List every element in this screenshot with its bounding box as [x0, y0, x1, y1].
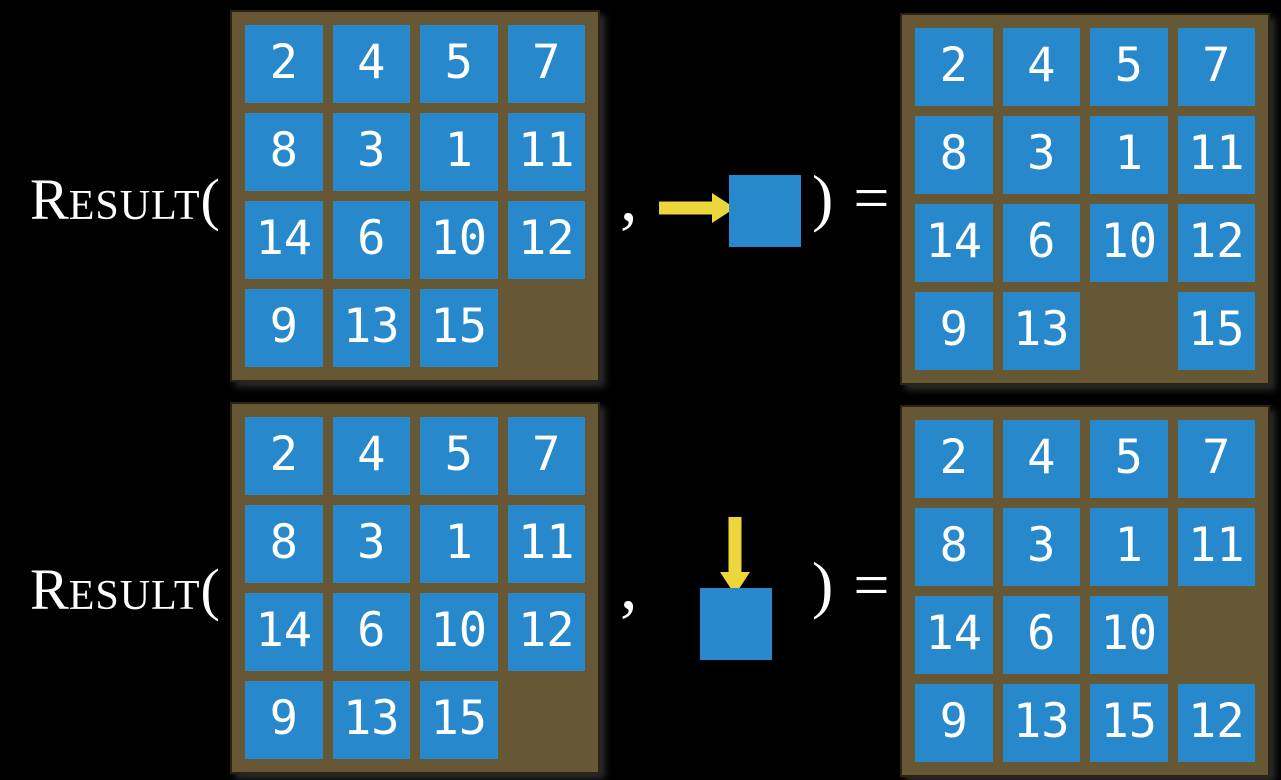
puzzle-tile: 6 — [332, 201, 410, 279]
puzzle-tile: 7 — [507, 417, 585, 495]
puzzle-tile: 2 — [245, 25, 323, 103]
down-arrow-icon — [720, 517, 750, 595]
puzzle-tile: 13 — [1002, 684, 1080, 762]
puzzle-tile: 10 — [1090, 204, 1168, 282]
puzzle-tile: 4 — [1002, 420, 1080, 498]
puzzle-tile: 1 — [420, 113, 498, 191]
puzzle-tile: 11 — [1177, 508, 1255, 586]
puzzle-tile: 14 — [915, 596, 993, 674]
puzzle-tile: 1 — [1090, 508, 1168, 586]
puzzle-tile: 14 — [245, 201, 323, 279]
puzzle-tile: 3 — [332, 505, 410, 583]
move-tile-right — [729, 175, 801, 247]
puzzle-tile: 8 — [915, 116, 993, 194]
empty-cell — [1178, 596, 1256, 674]
function-name-smallcaps: ESULT — [68, 183, 201, 229]
puzzle-tile: 15 — [420, 681, 498, 759]
puzzle-tile: 5 — [1090, 420, 1168, 498]
puzzle-tile: 4 — [1002, 28, 1080, 106]
close-paren-equals: ) = — [812, 549, 892, 620]
puzzle-tile: 10 — [420, 201, 498, 279]
puzzle-tile: 10 — [1090, 596, 1168, 674]
puzzle-tile: 15 — [420, 289, 498, 367]
puzzle-tile: 1 — [420, 505, 498, 583]
empty-cell — [508, 289, 586, 367]
result-function-label: RESULT( — [30, 561, 220, 619]
puzzle-tile: 5 — [420, 25, 498, 103]
puzzle-tile: 14 — [245, 593, 323, 671]
puzzle-tile: 15 — [1090, 684, 1168, 762]
puzzle-tile: 8 — [245, 113, 323, 191]
puzzle-tile: 13 — [332, 681, 410, 759]
puzzle-tile: 13 — [332, 289, 410, 367]
puzzle-tile: 9 — [915, 292, 993, 370]
right-arrow-icon — [659, 193, 735, 223]
function-name-cap: R — [30, 167, 69, 232]
puzzle-tile: 5 — [1090, 28, 1168, 106]
puzzle-tile: 4 — [332, 25, 410, 103]
puzzle-tile: 9 — [915, 684, 993, 762]
puzzle-tile: 3 — [1002, 508, 1080, 586]
puzzle-tile: 3 — [332, 113, 410, 191]
puzzle-tile: 9 — [245, 289, 323, 367]
move-tile-down — [700, 588, 772, 660]
puzzle-tile: 11 — [507, 505, 585, 583]
puzzle-tile: 1 — [1090, 116, 1168, 194]
puzzle-tile: 13 — [1002, 292, 1080, 370]
puzzle-tile: 10 — [420, 593, 498, 671]
puzzle-tile: 7 — [1177, 420, 1255, 498]
open-paren: ( — [200, 557, 220, 622]
argument-separator-comma: , — [620, 159, 638, 236]
puzzle-tile: 5 — [420, 417, 498, 495]
result-function-label: RESULT( — [30, 171, 220, 229]
puzzle-tile: 12 — [507, 201, 585, 279]
empty-cell — [1090, 292, 1168, 370]
puzzle-tile: 14 — [915, 204, 993, 282]
function-name-cap: R — [30, 557, 69, 622]
puzzle-tile: 3 — [1002, 116, 1080, 194]
puzzle-tile: 9 — [245, 681, 323, 759]
open-paren: ( — [200, 167, 220, 232]
puzzle-tile: 2 — [915, 420, 993, 498]
puzzle-tile: 6 — [1002, 596, 1080, 674]
function-name-smallcaps: ESULT — [68, 573, 201, 619]
puzzle-tile: 6 — [1002, 204, 1080, 282]
puzzle-tile: 11 — [507, 113, 585, 191]
puzzle-tile: 2 — [915, 28, 993, 106]
puzzle-tile: 12 — [1177, 204, 1255, 282]
puzzle-tile: 7 — [507, 25, 585, 103]
puzzle-tile: 8 — [915, 508, 993, 586]
puzzle-tile: 6 — [332, 593, 410, 671]
empty-cell — [508, 681, 586, 759]
puzzle-tile: 2 — [245, 417, 323, 495]
puzzle-tile: 12 — [1177, 684, 1255, 762]
puzzle-tile: 7 — [1177, 28, 1255, 106]
puzzle-tile: 15 — [1177, 292, 1255, 370]
puzzle-tile: 11 — [1177, 116, 1255, 194]
argument-separator-comma: , — [620, 547, 638, 624]
puzzle-tile: 12 — [507, 593, 585, 671]
puzzle-tile: 4 — [332, 417, 410, 495]
puzzle-tile: 8 — [245, 505, 323, 583]
close-paren-equals: ) = — [812, 162, 892, 233]
